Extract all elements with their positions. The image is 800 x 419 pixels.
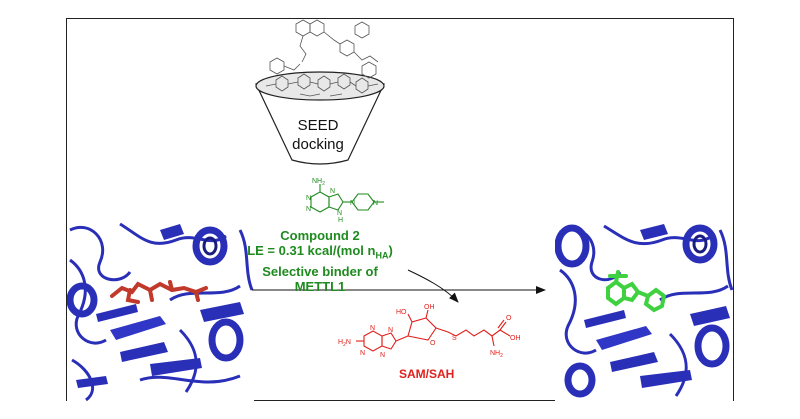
compound-2-atom-labels: NH2 N N N N N N H: [306, 178, 378, 224]
svg-text:OH: OH: [424, 304, 435, 311]
compound-2-caption: Compound 2 LE = 0.31 kcal/(mol nHA) Sele…: [245, 228, 395, 294]
protein-structure-right: [555, 220, 733, 401]
svg-text:OH: OH: [510, 335, 521, 342]
protein-structure-left: [67, 220, 254, 401]
compound-2-structure: [310, 184, 384, 213]
docking-label: docking: [292, 136, 344, 153]
svg-text:H: H: [338, 217, 343, 224]
svg-text:NH2: NH2: [490, 350, 503, 359]
sam-sah-label: SAM/SAH: [399, 367, 455, 381]
seed-label: SEED: [297, 117, 339, 134]
svg-text:S: S: [452, 335, 457, 342]
seed-docking-funnel: [255, 19, 385, 165]
molecule-library-sketch: [265, 19, 379, 97]
svg-text:N: N: [337, 210, 342, 217]
compound-2-ligand-green: [606, 270, 667, 313]
svg-text:O: O: [506, 315, 512, 322]
arrow-compound-to-sam: [407, 269, 459, 303]
sam-sah-structure: [356, 309, 511, 352]
svg-text:N: N: [388, 327, 393, 334]
svg-text:NH2: NH2: [312, 178, 325, 187]
svg-text:O: O: [430, 340, 436, 347]
selectivity-note: Selective binder of METTL1: [262, 263, 378, 294]
svg-text:N: N: [370, 325, 375, 332]
svg-text:N: N: [306, 195, 311, 202]
ligand-efficiency: LE = 0.31 kcal/(mol nHA): [247, 243, 393, 261]
sam-sah-atom-labels: H2N N N N N HO OH O S O OH NH2: [338, 304, 521, 359]
svg-text:HO: HO: [396, 309, 407, 316]
seed-docking-label: SEED docking: [258, 116, 378, 154]
svg-text:N: N: [360, 350, 365, 357]
svg-text:N: N: [373, 200, 378, 207]
compound-name: Compound 2: [280, 228, 360, 243]
svg-text:H2N: H2N: [338, 339, 351, 348]
svg-text:N: N: [380, 352, 385, 359]
svg-text:N: N: [306, 206, 311, 213]
svg-text:N: N: [330, 188, 335, 195]
sam-ligand-red: [110, 280, 208, 304]
svg-text:N: N: [350, 200, 355, 207]
